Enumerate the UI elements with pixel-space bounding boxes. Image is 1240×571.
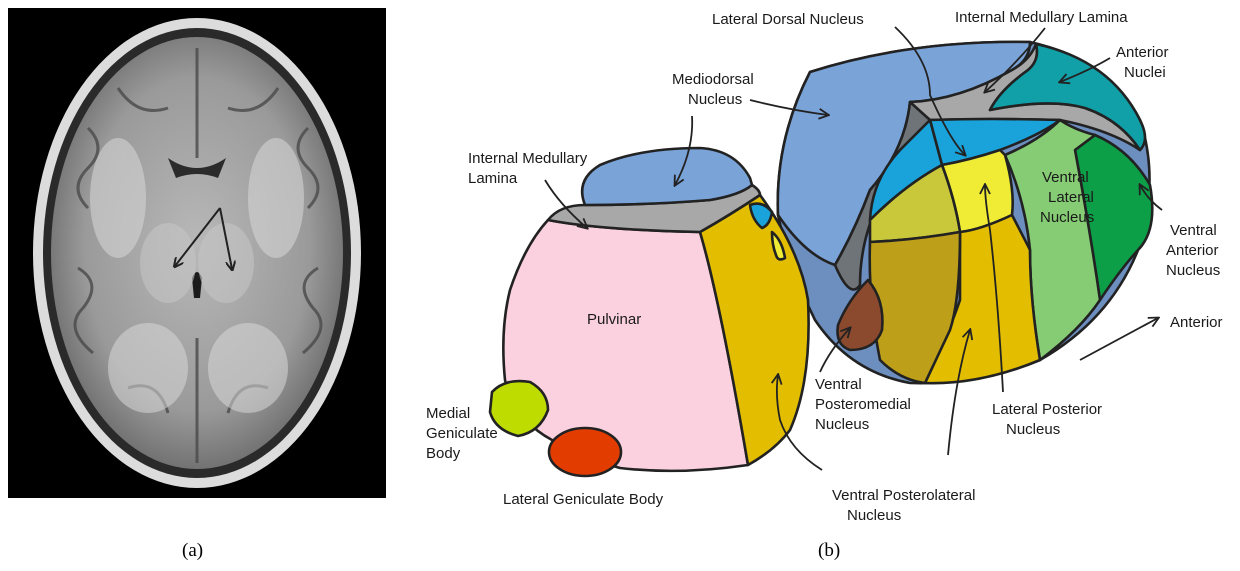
label-ventral-posterolateral: Ventral Posterolateral Nucleus xyxy=(832,487,980,524)
label-ventral-posteromedial: Ventral Posteromedial Nucleus xyxy=(815,376,915,433)
label-lateral-posterior: Lateral Posterior Nucleus xyxy=(992,401,1106,438)
lateral-geniculate-body xyxy=(549,428,621,476)
arrow-anterior-direction xyxy=(1080,318,1158,360)
label-ventral-lateral: Ventral Lateral Nucleus xyxy=(1040,169,1098,226)
left-thalamus-block xyxy=(490,148,809,476)
label-anterior-nuclei: Anterior Nuclei xyxy=(1116,44,1173,81)
panel-a-caption: (a) xyxy=(182,540,203,561)
label-mediodorsal: Mediodorsal Nucleus xyxy=(672,71,758,108)
label-internal-lamina-top: Internal Medullary Lamina xyxy=(955,9,1128,26)
label-lateral-dorsal: Lateral Dorsal Nucleus xyxy=(712,11,864,28)
label-internal-lamina-left: Internal Medullary Lamina xyxy=(468,150,591,187)
panel-b-caption: (b) xyxy=(818,540,840,561)
label-anterior-direction: Anterior xyxy=(1170,314,1223,331)
label-ventral-anterior: Ventral Anterior Nucleus xyxy=(1166,222,1223,279)
label-lateral-geniculate: Lateral Geniculate Body xyxy=(503,491,664,508)
label-pulvinar: Pulvinar xyxy=(587,311,641,328)
right-thalamus-block xyxy=(778,42,1153,383)
mediodorsal-nucleus-left xyxy=(582,148,752,205)
